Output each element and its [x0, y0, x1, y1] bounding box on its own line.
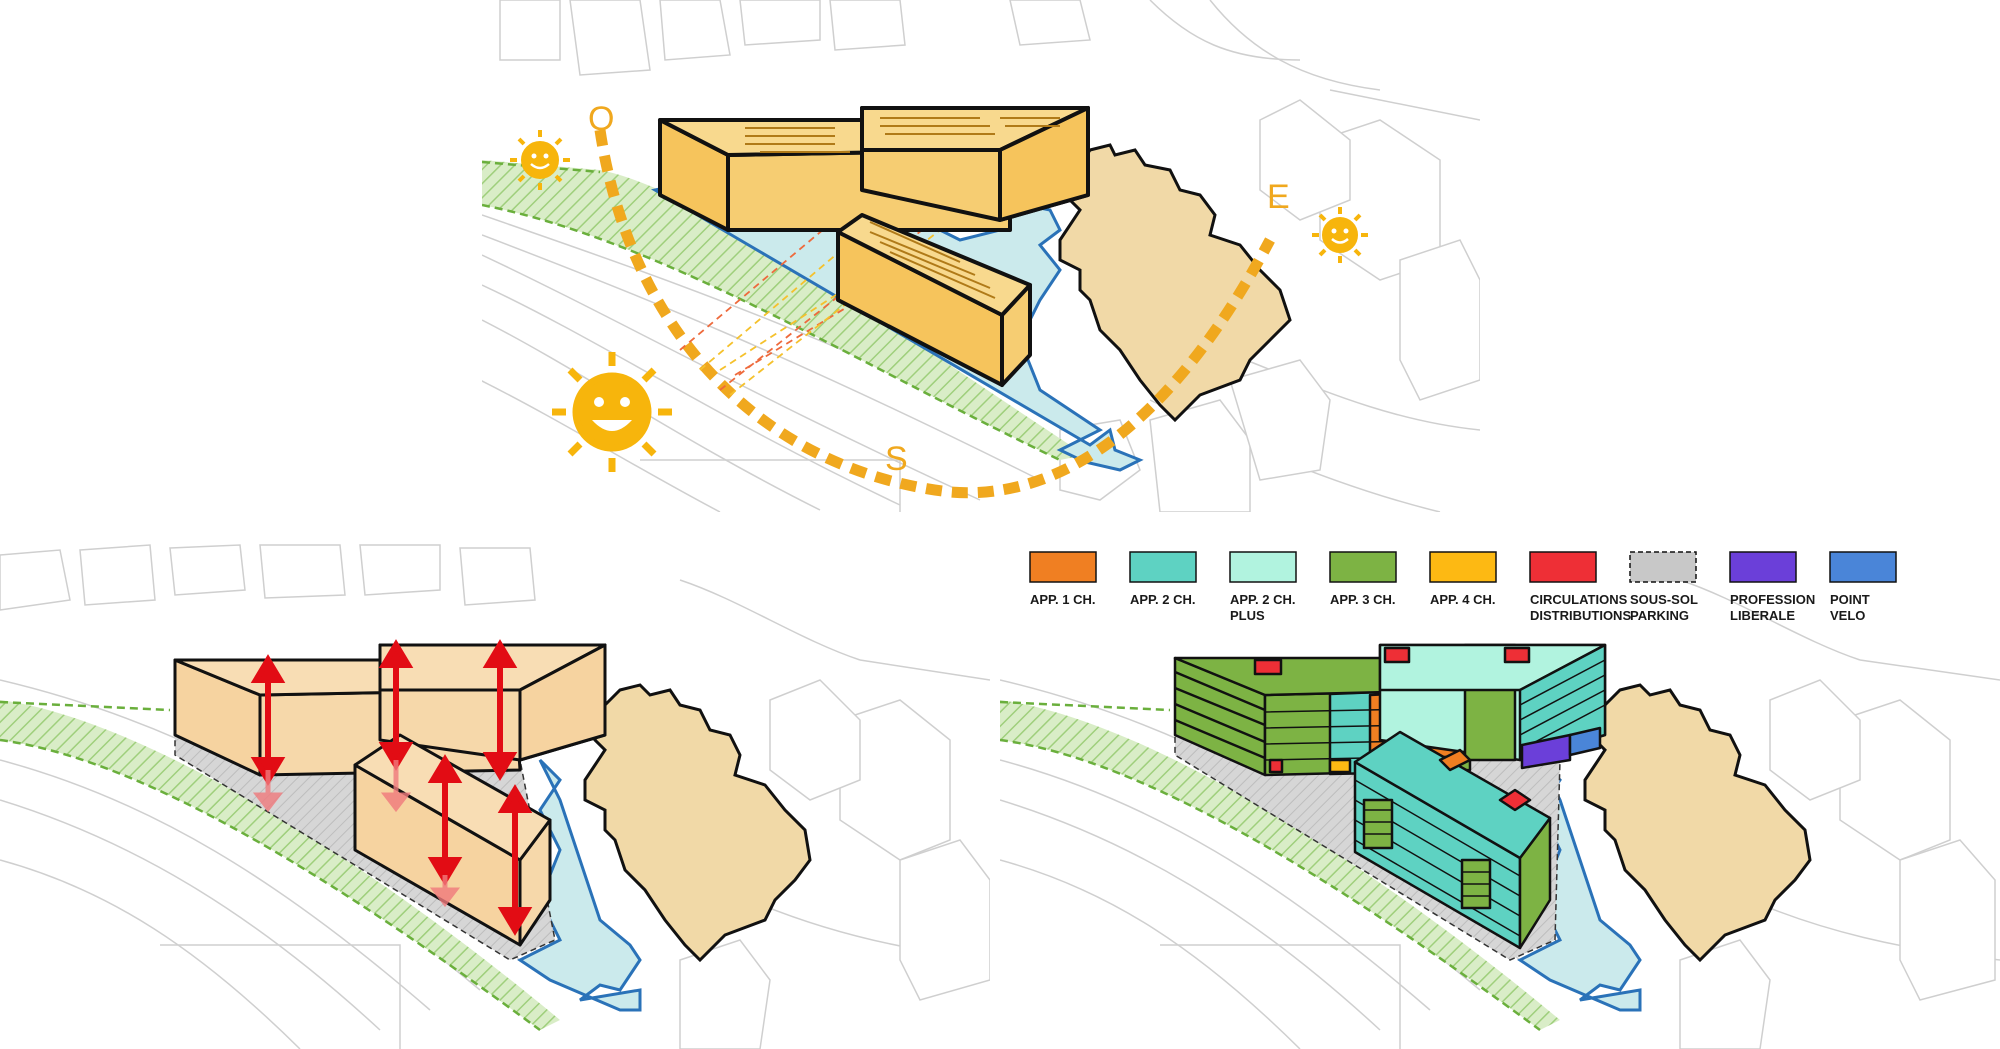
legend-label-parking: SOUS-SOL	[1630, 592, 1698, 607]
legend-label-velo: POINT	[1830, 592, 1870, 607]
sun-icon-evening	[1312, 207, 1368, 263]
sun-icon-noon	[552, 352, 672, 472]
legend-swatch-app2	[1129, 551, 1197, 583]
legend-label-circ-line2: DISTRIBUTIONS	[1530, 608, 1631, 623]
legend-label-app2: APP. 2 CH.	[1130, 592, 1196, 607]
height-arrows	[250, 639, 533, 936]
legend-swatch-app3	[1329, 551, 1397, 583]
compass-east-label: E	[1267, 178, 1290, 216]
legend-label-app4: APP. 4 CH.	[1430, 592, 1496, 607]
legend-label-app2plus-line2: PLUS	[1230, 608, 1265, 623]
legend-item-app2plus: APP. 2 CH.PLUS	[1229, 551, 1297, 623]
legend-swatch-app2plus	[1229, 551, 1297, 583]
compass-west-label: O	[588, 100, 614, 138]
legend-item-app1: APP. 1 CH.	[1029, 551, 1097, 607]
legend-label-velo-line2: VELO	[1830, 608, 1865, 623]
legend-label-circ: CIRCULATIONS	[1530, 592, 1628, 607]
height-arrows-ghost	[252, 760, 461, 908]
panel-sun-study: O E S	[482, 0, 1480, 512]
legend-item-app2: APP. 2 CH.	[1129, 551, 1197, 607]
legend-item-app3: APP. 3 CH.	[1329, 551, 1397, 607]
building-b	[860, 106, 1090, 222]
legend-swatch-app4	[1429, 551, 1497, 583]
legend-item-app4: APP. 4 CH.	[1429, 551, 1497, 607]
context-buildings	[499, 0, 1480, 512]
context-buildings	[1679, 679, 1996, 1049]
legend-label-app2plus: APP. 2 CH.	[1230, 592, 1296, 607]
sun-icon-morning	[510, 130, 570, 190]
building-c-programme	[1353, 730, 1552, 950]
legend-swatch-velo	[1829, 551, 1897, 583]
neighbour-block	[583, 683, 812, 963]
solar-panels	[745, 117, 1060, 299]
context-buildings	[0, 544, 990, 1049]
building-b-programme	[1378, 643, 1607, 770]
legend-swatch-circ	[1529, 551, 1597, 583]
legend-swatch-liberale	[1729, 551, 1797, 583]
neighbour-block	[1058, 143, 1292, 423]
legend-label-app1: APP. 1 CH.	[1030, 592, 1096, 607]
green-space	[0, 700, 560, 1030]
legend-label-liberale: PROFESSION	[1730, 592, 1815, 607]
legend-swatch-parking	[1629, 551, 1697, 583]
compass-south-label: S	[885, 440, 908, 478]
green-space	[1000, 700, 1560, 1030]
green-space	[482, 160, 1085, 460]
neighbour-block	[1583, 683, 1812, 963]
legend-label-liberale-line2: LIBERALE	[1730, 608, 1795, 623]
sun-path-arc	[594, 129, 1275, 499]
panel-height-study	[0, 544, 990, 1049]
legend-swatch-app1	[1029, 551, 1097, 583]
legend-label-app3: APP. 3 CH.	[1330, 592, 1396, 607]
legend-label-parking-line2: PARKING	[1630, 608, 1689, 623]
